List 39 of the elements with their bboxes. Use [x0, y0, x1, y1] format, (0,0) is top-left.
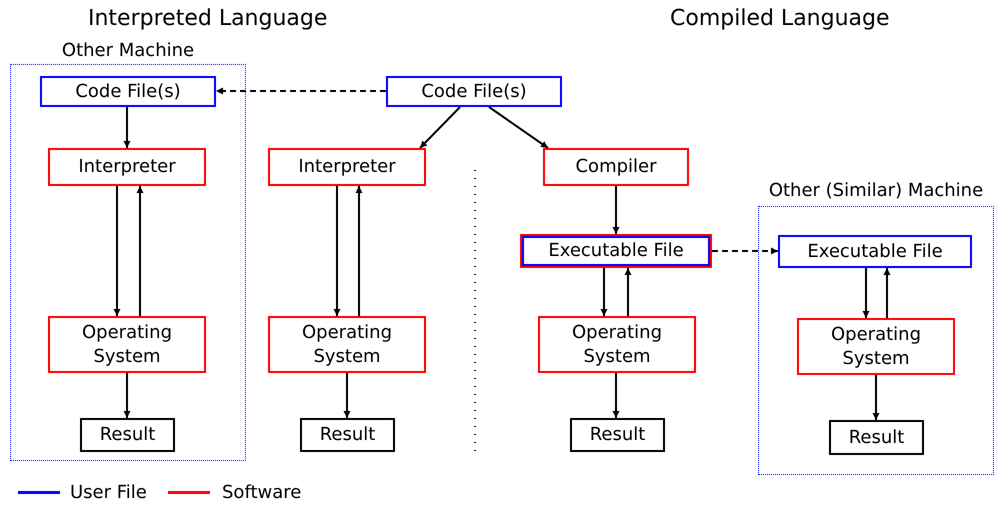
- section-heading: Interpreted Language: [88, 6, 328, 31]
- arrow: [712, 248, 778, 254]
- group-heading: Other Machine: [60, 40, 196, 61]
- user-file-box: Executable File: [778, 235, 972, 268]
- executable-file-box: Executable File: [520, 234, 712, 268]
- arrow: [600, 268, 608, 316]
- software-box: Interpreter: [268, 148, 426, 186]
- arrow: [488, 106, 549, 149]
- section-heading: Compiled Language: [670, 6, 890, 31]
- arrow: [124, 373, 130, 418]
- arrow: [124, 107, 130, 148]
- software-box: Operating System: [538, 316, 696, 373]
- software-box: Compiler: [543, 148, 689, 186]
- arrow: [356, 186, 362, 316]
- software-box: Interpreter: [48, 148, 206, 186]
- arrow: [624, 268, 632, 316]
- arrow: [334, 186, 340, 316]
- arrow: [136, 186, 144, 316]
- arrow: [884, 268, 890, 318]
- arrow: [344, 373, 350, 418]
- arrow: [216, 88, 386, 94]
- group-heading: Other (Similar) Machine: [768, 180, 984, 201]
- arrow: [114, 186, 120, 316]
- legend-label: User File: [70, 482, 147, 503]
- software-box: Operating System: [268, 316, 426, 373]
- arrow: [872, 375, 880, 420]
- user-file-box: Code File(s): [40, 76, 216, 107]
- result-box: Result: [300, 418, 395, 452]
- arrow: [862, 268, 870, 318]
- software-box: Operating System: [797, 318, 955, 375]
- result-box: Result: [80, 418, 175, 452]
- user-file-box: Code File(s): [386, 76, 562, 107]
- result-box: Result: [829, 420, 924, 455]
- arrow: [419, 106, 461, 149]
- legend-label: Software: [222, 482, 302, 503]
- arrow: [612, 373, 620, 418]
- arrow: [612, 186, 620, 234]
- result-box: Result: [570, 418, 665, 452]
- software-box: Operating System: [48, 316, 206, 373]
